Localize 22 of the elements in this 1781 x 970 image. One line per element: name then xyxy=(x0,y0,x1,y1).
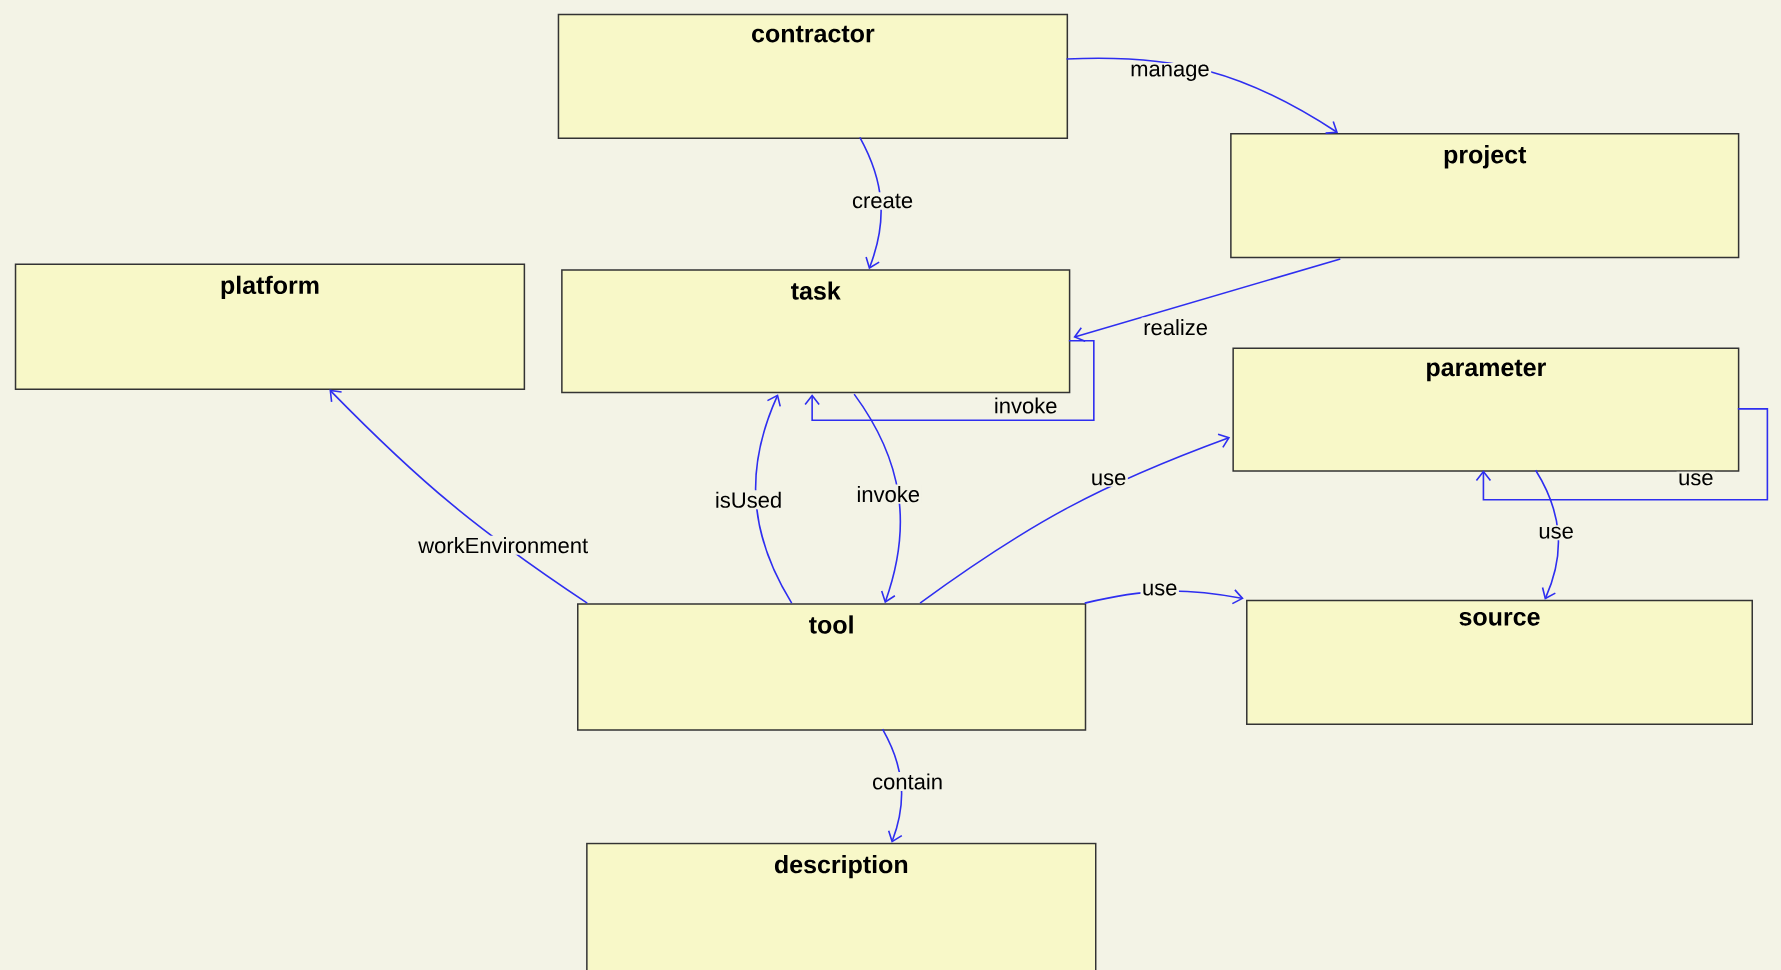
edge-label: create xyxy=(850,192,915,210)
arrow xyxy=(1475,408,1769,501)
class-box: task xyxy=(561,269,1071,394)
edge-label: isUsed xyxy=(713,490,784,510)
class-box: tool xyxy=(577,603,1087,731)
arrow xyxy=(853,393,902,604)
arrow xyxy=(754,394,793,604)
arrow xyxy=(804,339,1095,422)
edge-label: use xyxy=(1536,525,1576,541)
arrow xyxy=(1073,258,1342,342)
class-box: project xyxy=(1230,132,1740,259)
arrow xyxy=(859,136,882,270)
class-box: description xyxy=(586,842,1097,970)
class-box: platform xyxy=(14,263,526,390)
arrow xyxy=(919,433,1231,604)
arrow xyxy=(329,389,589,604)
arrow xyxy=(1534,469,1560,600)
class-box: parameter xyxy=(1232,347,1740,472)
arrow xyxy=(881,728,903,843)
class-box: contractor xyxy=(557,13,1069,139)
edge-label: invoke xyxy=(992,395,1059,416)
class-box: source xyxy=(1246,599,1753,726)
